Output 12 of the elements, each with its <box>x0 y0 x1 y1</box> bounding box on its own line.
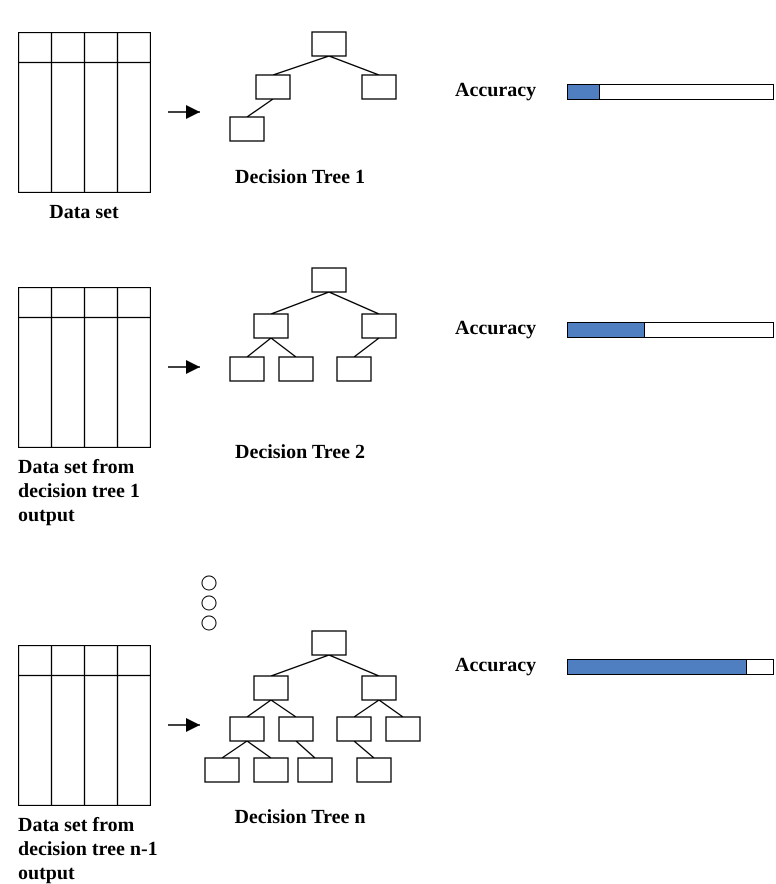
table-caption: Data set from decision tree 1 output <box>18 455 141 527</box>
bar-label: Accuracy <box>455 317 536 340</box>
arrow <box>168 360 200 374</box>
table-caption: Data set from decision tree n-1 output <box>18 813 159 884</box>
arrow <box>168 718 200 732</box>
bar-label: Accuracy <box>455 654 536 677</box>
arrow <box>168 105 200 119</box>
tree-title: Decision Tree n <box>233 805 367 829</box>
tree-title: Decision Tree 1 <box>234 165 366 189</box>
bar-label: Accuracy <box>455 79 536 102</box>
tree-title: Decision Tree 2 <box>234 440 366 464</box>
table-caption: Data set <box>48 200 120 224</box>
